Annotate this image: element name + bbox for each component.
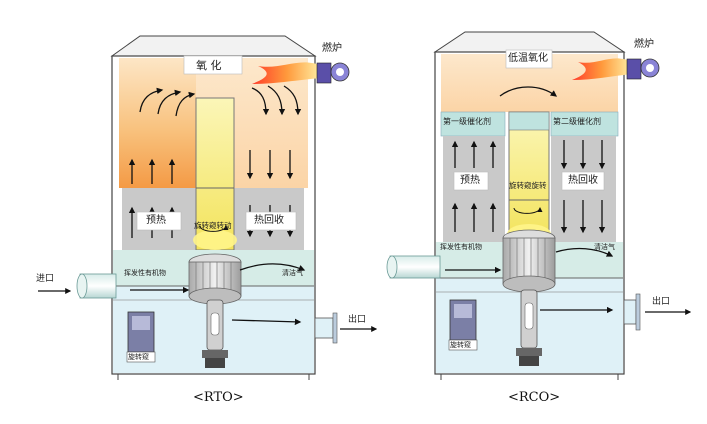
- rto-inlet-label: 进口: [36, 274, 55, 284]
- rto-clean-gas-label: 清洁气: [282, 269, 303, 277]
- rco-unit: [386, 31, 692, 380]
- rco-catalyst-2: [550, 111, 619, 137]
- rco-outlet-label: 出口: [652, 297, 671, 307]
- rto-burner-label: 燃炉: [322, 43, 342, 54]
- rco-catalyst-1: [440, 111, 506, 137]
- rto-outlet-label: 出口: [348, 315, 367, 325]
- rco-catalyst-1-label: 第一级催化剂: [443, 117, 491, 126]
- rto-oxidation-label: 氧 化: [196, 59, 222, 72]
- rto-outlet-flange: [314, 317, 334, 339]
- rto-rotary-valve-label: 旋转窥: [128, 353, 149, 361]
- rco-rotary-valve-rotating-label: 旋转窥旋转: [509, 181, 547, 190]
- rto-preheat-label: 预热: [146, 215, 166, 226]
- rto-roof: [110, 35, 317, 57]
- rco-rotary-valve-label: 旋转窥: [450, 341, 471, 349]
- rco-burner-label: 燃炉: [634, 39, 654, 50]
- rco-volatile-organics-label: 挥发性有机物: [440, 243, 482, 251]
- rco-preheat-label: 预热: [460, 175, 480, 186]
- rco-flame: [572, 58, 632, 80]
- rto-volatile-organics-label: 挥发性有机物: [124, 269, 166, 277]
- rto-burner-box: [316, 62, 332, 84]
- rco-valve-column: [508, 111, 550, 243]
- rco-inlet-pipe: [389, 255, 441, 279]
- rco-outlet-flange: [623, 299, 637, 325]
- rto-left-hot-column: [119, 58, 196, 188]
- rto-down-arrows: [246, 85, 302, 238]
- rco-catalyst-2-label: 第二级催化剂: [553, 117, 601, 126]
- rto-caption: <RTO>: [193, 390, 244, 405]
- rco-low-temp-oxidation-label: 低温氧化: [508, 53, 548, 64]
- rco-roof: [433, 31, 626, 53]
- rco-down-arrows: [560, 140, 606, 234]
- rco-burner-box: [626, 58, 642, 80]
- rto-valve-glow: [193, 230, 237, 250]
- rco-caption: <RCO>: [508, 390, 561, 405]
- rto-unit: [38, 35, 378, 380]
- rto-heat-recovery-label: 热回收: [254, 215, 284, 226]
- rco-clean-gas-label: 清洁气: [594, 243, 615, 251]
- rto-flame: [252, 62, 322, 84]
- rto-up-arrows: [128, 87, 196, 238]
- rto-rotary-valve-turning-label: 旋转窥转动: [194, 221, 232, 230]
- rco-up-arrows: [451, 86, 558, 232]
- rco-heat-recovery-label: 热回收: [568, 175, 598, 186]
